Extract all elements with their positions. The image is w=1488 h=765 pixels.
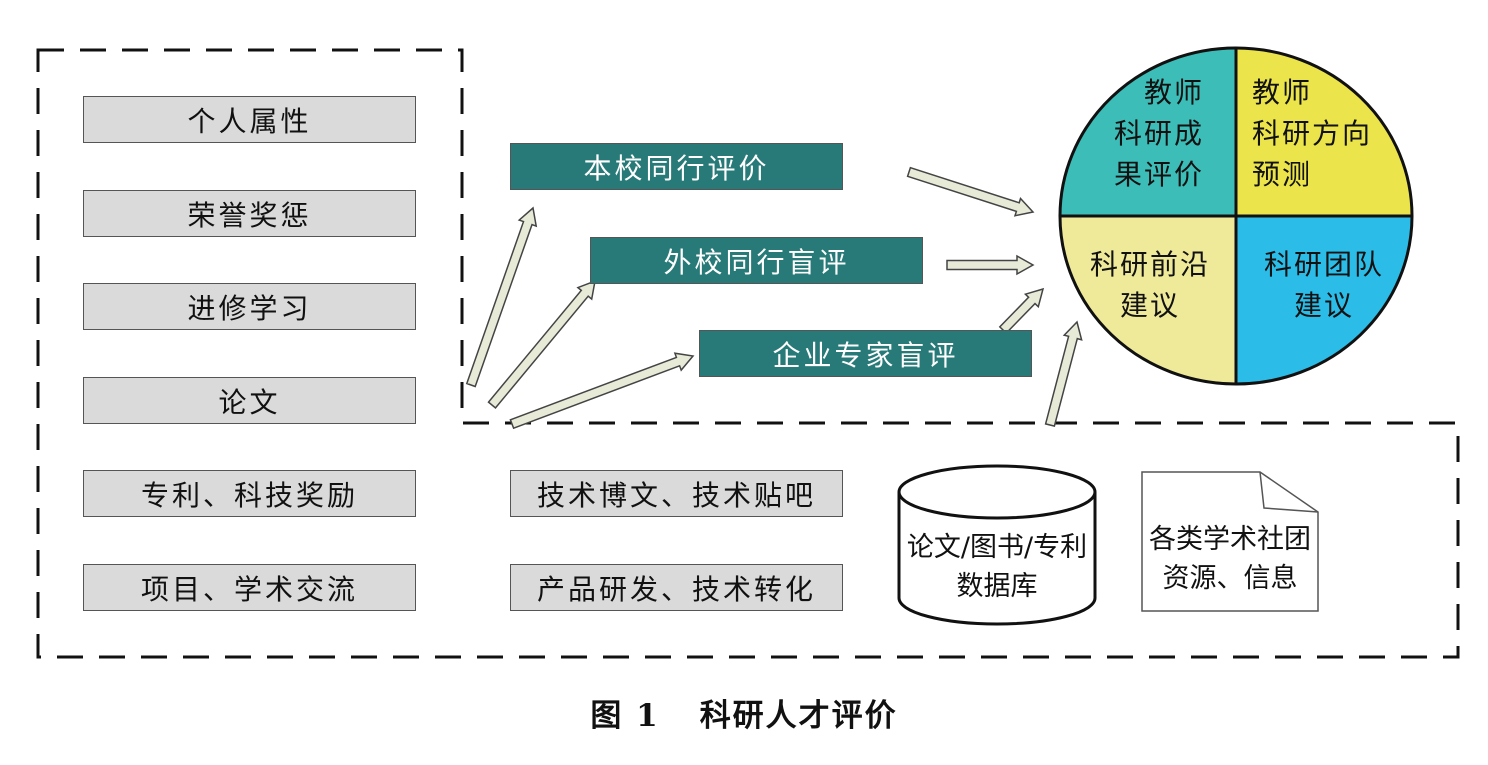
arrow-to-industry-expert <box>509 352 695 430</box>
figure-caption: 图 1 科研人才评价 <box>0 690 1488 735</box>
database-label: 论文/图书/专利 数据库 <box>899 528 1095 606</box>
attribute-box-patents: 专利、科技奖励 <box>83 470 416 517</box>
attribute-box-study: 进修学习 <box>83 283 416 330</box>
attribute-box-projects: 项目、学术交流 <box>83 564 416 611</box>
attribute-box-honors: 荣誉奖惩 <box>83 190 416 237</box>
flow-arrows <box>465 166 1083 430</box>
arrow-resources-to-circle <box>1044 320 1083 428</box>
database-cylinder <box>897 464 1097 626</box>
quadrant-bottom-right-label: 科研团队 建议 <box>1250 244 1398 326</box>
quadrant-bottom-left <box>1060 216 1236 384</box>
arrow-to-internal-peer <box>465 206 538 388</box>
figure-title: 科研人才评价 <box>699 698 898 734</box>
document-label: 各类学术社团 资源、信息 <box>1142 520 1318 598</box>
quadrant-top-right-label: 教师 科研方向 预测 <box>1252 72 1372 195</box>
eval-box-industry-expert: 企业专家盲评 <box>699 330 1032 377</box>
arrow-external-to-circle <box>946 254 1035 276</box>
arrow-internal-to-circle <box>906 166 1035 217</box>
quadrant-top-left-label: 教师 科研成 果评价 <box>1114 72 1204 195</box>
quadrant-top-left-text: 教师 科研成 果评价 <box>1113 76 1204 191</box>
attribute-box-personal: 个人属性 <box>83 96 416 143</box>
outcome-circle <box>1058 46 1414 386</box>
quadrant-bottom-right <box>1236 216 1412 384</box>
attribute-box-papers: 论文 <box>83 377 416 424</box>
dashed-boundary <box>36 48 1460 659</box>
eval-box-external-peer: 外校同行盲评 <box>590 237 923 284</box>
document-label-text: 各类学术社团 资源、信息 <box>1149 524 1311 594</box>
database-label-text: 论文/图书/专利 数据库 <box>906 532 1088 602</box>
document-shape <box>1141 471 1319 612</box>
attribute-box-products: 产品研发、技术转化 <box>510 564 843 611</box>
quadrant-top-right-text: 教师 科研方向 预测 <box>1252 76 1373 191</box>
eval-box-internal-peer: 本校同行评价 <box>510 143 843 190</box>
attribute-box-blogs: 技术博文、技术贴吧 <box>510 470 843 517</box>
quadrant-top-right <box>1236 48 1412 216</box>
quadrant-bottom-left-text: 科研前沿 建议 <box>1089 248 1210 322</box>
figure-number: 图 1 <box>590 698 660 734</box>
arrow-to-external-peer <box>487 279 596 409</box>
quadrant-top-left <box>1060 48 1236 216</box>
quadrant-bottom-left-label: 科研前沿 建议 <box>1076 244 1224 326</box>
arrow-industry-to-circle <box>998 287 1045 335</box>
quadrant-bottom-right-text: 科研团队 建议 <box>1263 248 1384 322</box>
